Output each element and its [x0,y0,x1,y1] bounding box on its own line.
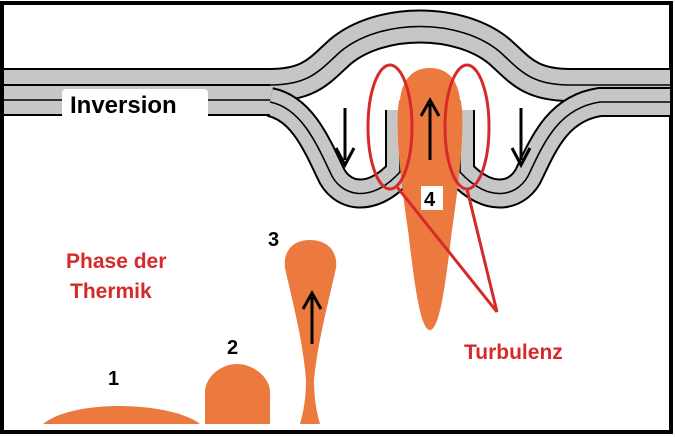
phase-title-line1: Phase der [66,250,166,273]
stage-4-marker: 4 [421,186,443,211]
inversion-label-box: Inversion [62,89,208,119]
inversion-label: Inversion [70,92,177,119]
turbulence-zones [366,63,499,313]
turbulence-pointer-right [465,188,499,313]
phase-title-line2: Thermik [70,280,152,303]
thermal-stage-2 [205,364,270,424]
stage-3-number: 3 [268,229,279,251]
turbulence-ellipse-left [366,63,414,191]
sinking-arrow-right [510,108,532,169]
inversion-gap [396,63,464,101]
stage-4-number: 4 [424,189,436,211]
stage-1-number: 1 [108,368,119,390]
stage-2-number: 2 [227,337,238,359]
turbulence-pointer-left [395,186,499,313]
thermal-stage-3 [284,240,337,424]
turbulence-label: Turbulenz [464,341,563,364]
sinking-arrow-left [334,108,356,169]
thermal-stage-1 [43,406,200,424]
